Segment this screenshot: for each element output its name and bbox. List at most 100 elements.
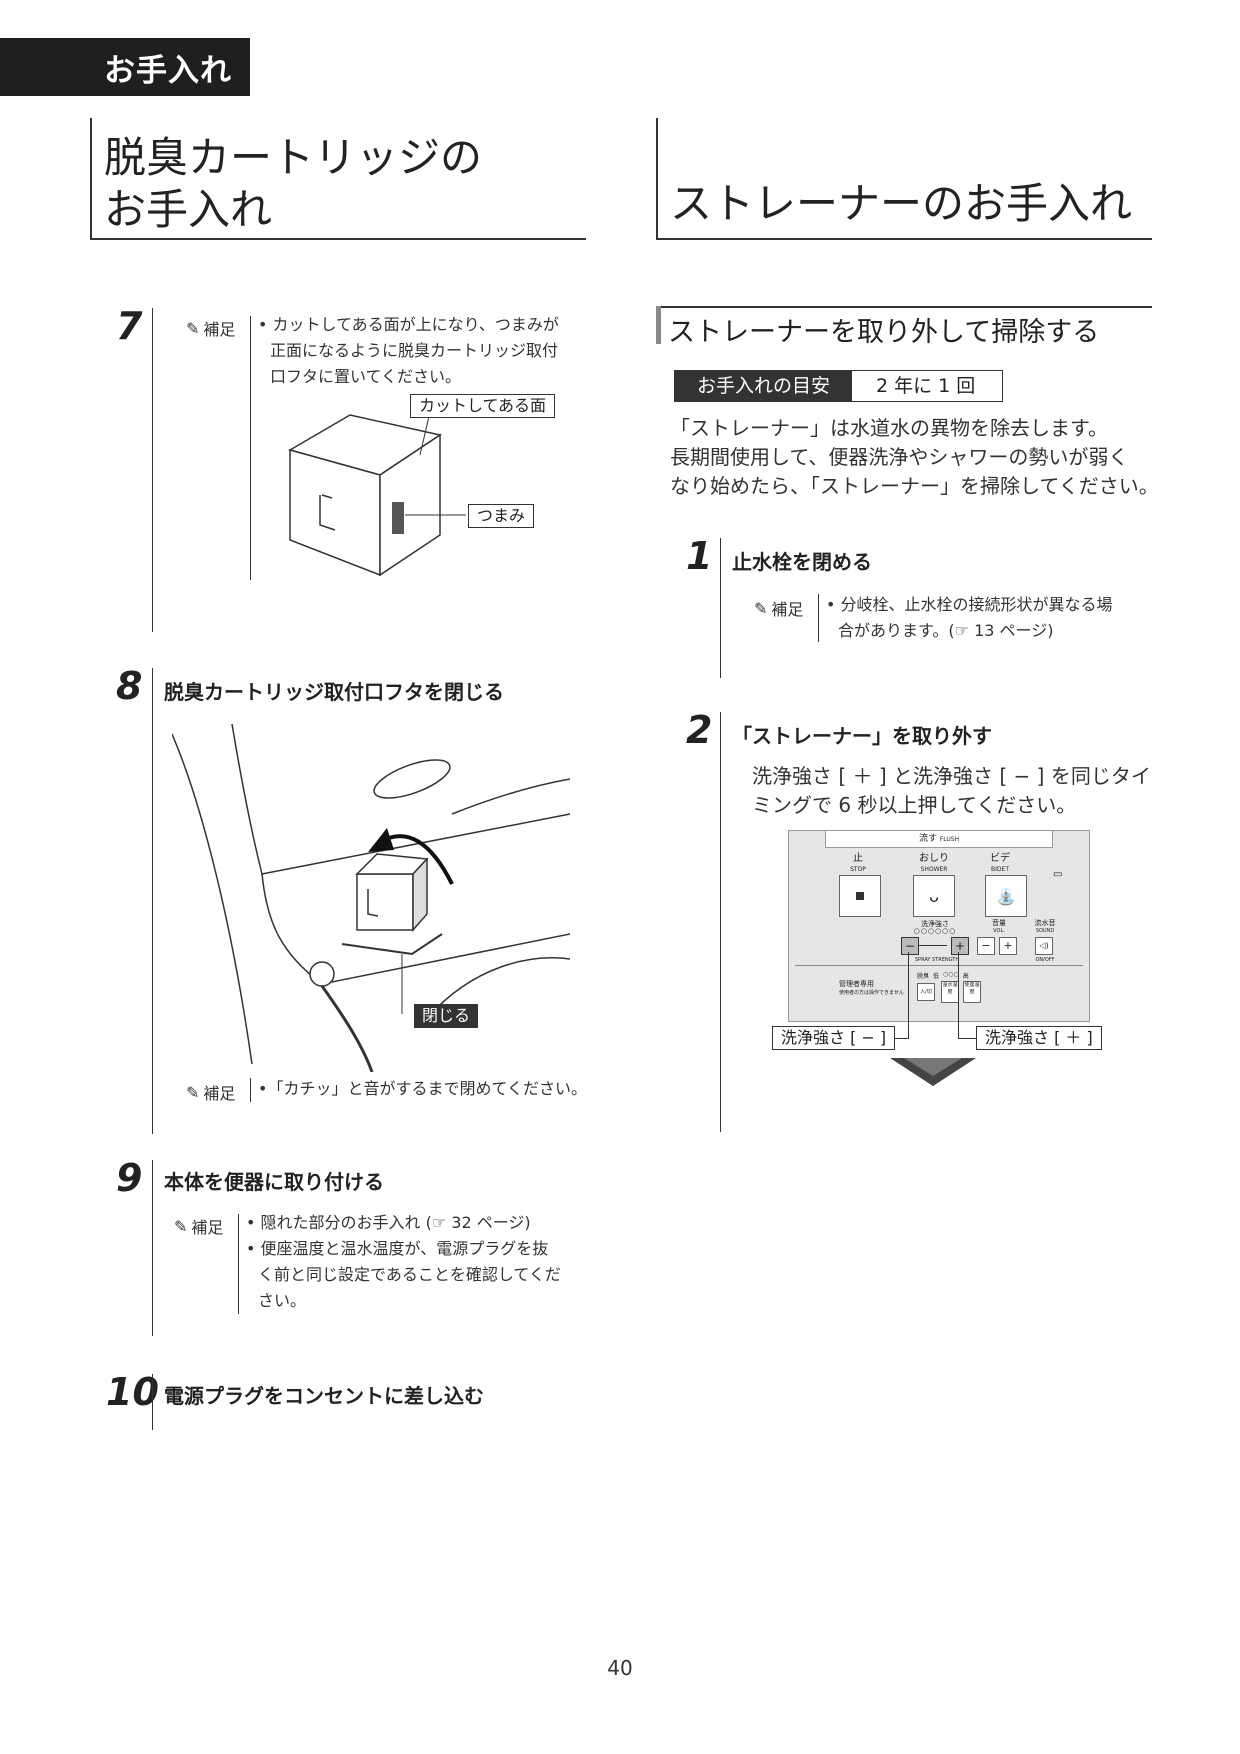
step10-rule (152, 1374, 153, 1430)
volume-minus-button[interactable]: − (977, 937, 995, 955)
sound-button[interactable]: ◁) (1035, 937, 1053, 955)
step7-note-rule (250, 316, 251, 580)
step7-rule (152, 308, 153, 632)
left-title-vrule (90, 118, 92, 240)
step9-note-line: さい。 (258, 1291, 307, 1310)
right-title: ストレーナーのお手入れ (670, 179, 1133, 228)
admin-label: 管理者専用 (839, 980, 874, 988)
step9-rule (152, 1160, 153, 1336)
intro-line: 「ストレーナー」は水道水の異物を除去します。 (670, 416, 1108, 440)
right-title-hrule (656, 238, 1152, 240)
step8-rule (152, 668, 153, 1134)
step9-note-line: • 隠れた部分のお手入れ (☞ 32 ページ) (246, 1213, 531, 1232)
r-step2-number: 2 (686, 708, 713, 752)
shower-button[interactable]: ᴗ (913, 875, 955, 917)
step10-number: 10 (106, 1370, 159, 1414)
bidet-en-label: BIDET (991, 866, 1009, 873)
leader-plus-v (958, 952, 959, 1038)
strength-dots: ○○○○○○ (913, 927, 957, 935)
strength-label: 洗浄強さ (921, 920, 949, 928)
r-step1-note-line: • 分岐栓、止水栓の接続形状が異なる場 (826, 595, 1113, 614)
step7-note: • カットしてある面が上になり、つまみが 正面になるように脱臭カートリッジ取付 … (258, 312, 559, 390)
step9-note-line: • 便座温度と温水温度が、電源プラグを抜 (246, 1239, 549, 1258)
deodor-button[interactable]: 入/切 (917, 983, 935, 1001)
step9-note-line: く前と同じ設定であることを確認してくだ (258, 1265, 561, 1284)
r-step1-rule (720, 538, 721, 678)
right-subheading: ストレーナーを取り外して掃除する (668, 317, 1100, 348)
callout-close: 閉じる (414, 1004, 479, 1028)
level-dots: ○○○ (943, 971, 959, 978)
admin-note: 使用者の方は操作できません (839, 990, 904, 996)
callout-cut-face: カットしてある面 (410, 394, 556, 418)
leader-minus-h (890, 1038, 909, 1039)
r-step2-text-line: ミングで 6 秒以上押してください。 (752, 793, 1077, 817)
callout-knob: つまみ (468, 504, 535, 528)
bidet-label-group: ビデ BIDET (975, 853, 1025, 875)
r-step1-note: • 分岐栓、止水栓の接続形状が異なる場 合があります。(☞ 13 ページ) (826, 592, 1113, 644)
sound-en-label: SOUND (1035, 928, 1055, 934)
step8-note-rule (250, 1078, 251, 1102)
strength-en-label: SPRAY STRENGTH (914, 957, 960, 963)
toilet-illustration (172, 724, 570, 1072)
step9-heading: 本体を便器に取り付ける (164, 1170, 384, 1194)
r-step1-note-label-text: 補足 (771, 600, 804, 619)
subheading-marker (656, 306, 661, 344)
step10-heading: 電源プラグをコンセントに差し込む (164, 1384, 484, 1408)
strength-plus-button[interactable]: + (951, 937, 969, 955)
flush-label: 流す (918, 834, 937, 844)
step7-note-label-text: 補足 (203, 320, 236, 339)
low-label: 低 (933, 973, 940, 980)
leader-plus-h (958, 1038, 978, 1039)
guide-label: お手入れの目安 (675, 371, 853, 401)
step9-note-label: ✎ 補足 (174, 1214, 223, 1238)
pencil-icon: ✎ (754, 598, 768, 618)
high-label: 高 (962, 973, 969, 980)
step9-number: 9 (116, 1156, 143, 1200)
right-title-vrule (656, 118, 658, 240)
r-step1-note-label: ✎ 補足 (754, 596, 803, 620)
water-temp-button[interactable]: 温水温度 (941, 981, 959, 1003)
shower-icon: ᴗ (929, 886, 939, 906)
shower-label-group: おしり SHOWER (904, 853, 964, 875)
pencil-icon: ✎ (186, 318, 200, 338)
deodor-indicator: 脱臭 低 ○○○ 高 (917, 971, 969, 980)
strength-line (919, 945, 947, 946)
left-title: 脱臭カートリッジの お手入れ (104, 132, 482, 236)
strength-minus-button[interactable]: − (901, 937, 919, 955)
left-title-hrule (90, 238, 586, 240)
volume-label: 音量 (992, 919, 1006, 927)
volume-plus-button[interactable]: + (999, 937, 1017, 955)
callout-strength-plus: 洗浄強さ [ ＋ ] (976, 1026, 1102, 1050)
right-intro: 「ストレーナー」は水道水の異物を除去します。 長期間使用して、便器洗浄やシャワー… (670, 414, 1159, 501)
leader-minus-v (908, 952, 909, 1038)
stop-label: 止 (853, 853, 863, 864)
stop-square-icon (856, 892, 864, 900)
flush-en-label: FLUSH (939, 836, 960, 843)
step8-note-label: ✎ 補足 (186, 1080, 235, 1104)
pencil-icon: ✎ (174, 1216, 188, 1236)
left-title-line2: お手入れ (104, 185, 273, 234)
left-title-line1: 脱臭カートリッジの (104, 133, 483, 182)
onoff-label: ON/OFF (1035, 957, 1055, 963)
step8-number: 8 (116, 664, 143, 708)
r-step1-note-line: 合があります。(☞ 13 ページ) (838, 621, 1054, 640)
stop-label-group: 止 STOP (833, 853, 883, 875)
seat-temp-button[interactable]: 便座温度 (963, 981, 981, 1003)
r-step1-heading: 止水栓を閉める (732, 550, 872, 574)
subheading-top-rule (656, 306, 1152, 308)
r-step2-text: 洗浄強さ [ ＋ ] と洗浄強さ [ − ] を同じタイ ミングで 6 秒以上押… (752, 762, 1151, 820)
remote-panel: 流す FLUSH 止 STOP おしり SHOWER ビデ BIDET ᴗ ⛲ … (788, 830, 1090, 1022)
sound-label-group: 流水音 SOUND (1025, 919, 1065, 935)
stop-button[interactable] (839, 875, 881, 917)
r-step2-heading: 「ストレーナー」を取り外す (732, 724, 992, 748)
battery-icon: ▭ (1053, 869, 1063, 880)
bidet-label: ビデ (990, 853, 1010, 864)
intro-line: なり始めたら、「ストレーナー」を掃除してください。 (670, 474, 1159, 498)
speaker-icon: ◁) (1039, 941, 1049, 950)
volume-en-label: VOL. (993, 928, 1005, 934)
shower-en-label: SHOWER (920, 866, 948, 873)
step9-note-rule (238, 1214, 239, 1314)
sound-label: 流水音 (1034, 919, 1056, 927)
shower-label: おしり (919, 853, 949, 864)
bidet-button[interactable]: ⛲ (985, 875, 1027, 917)
